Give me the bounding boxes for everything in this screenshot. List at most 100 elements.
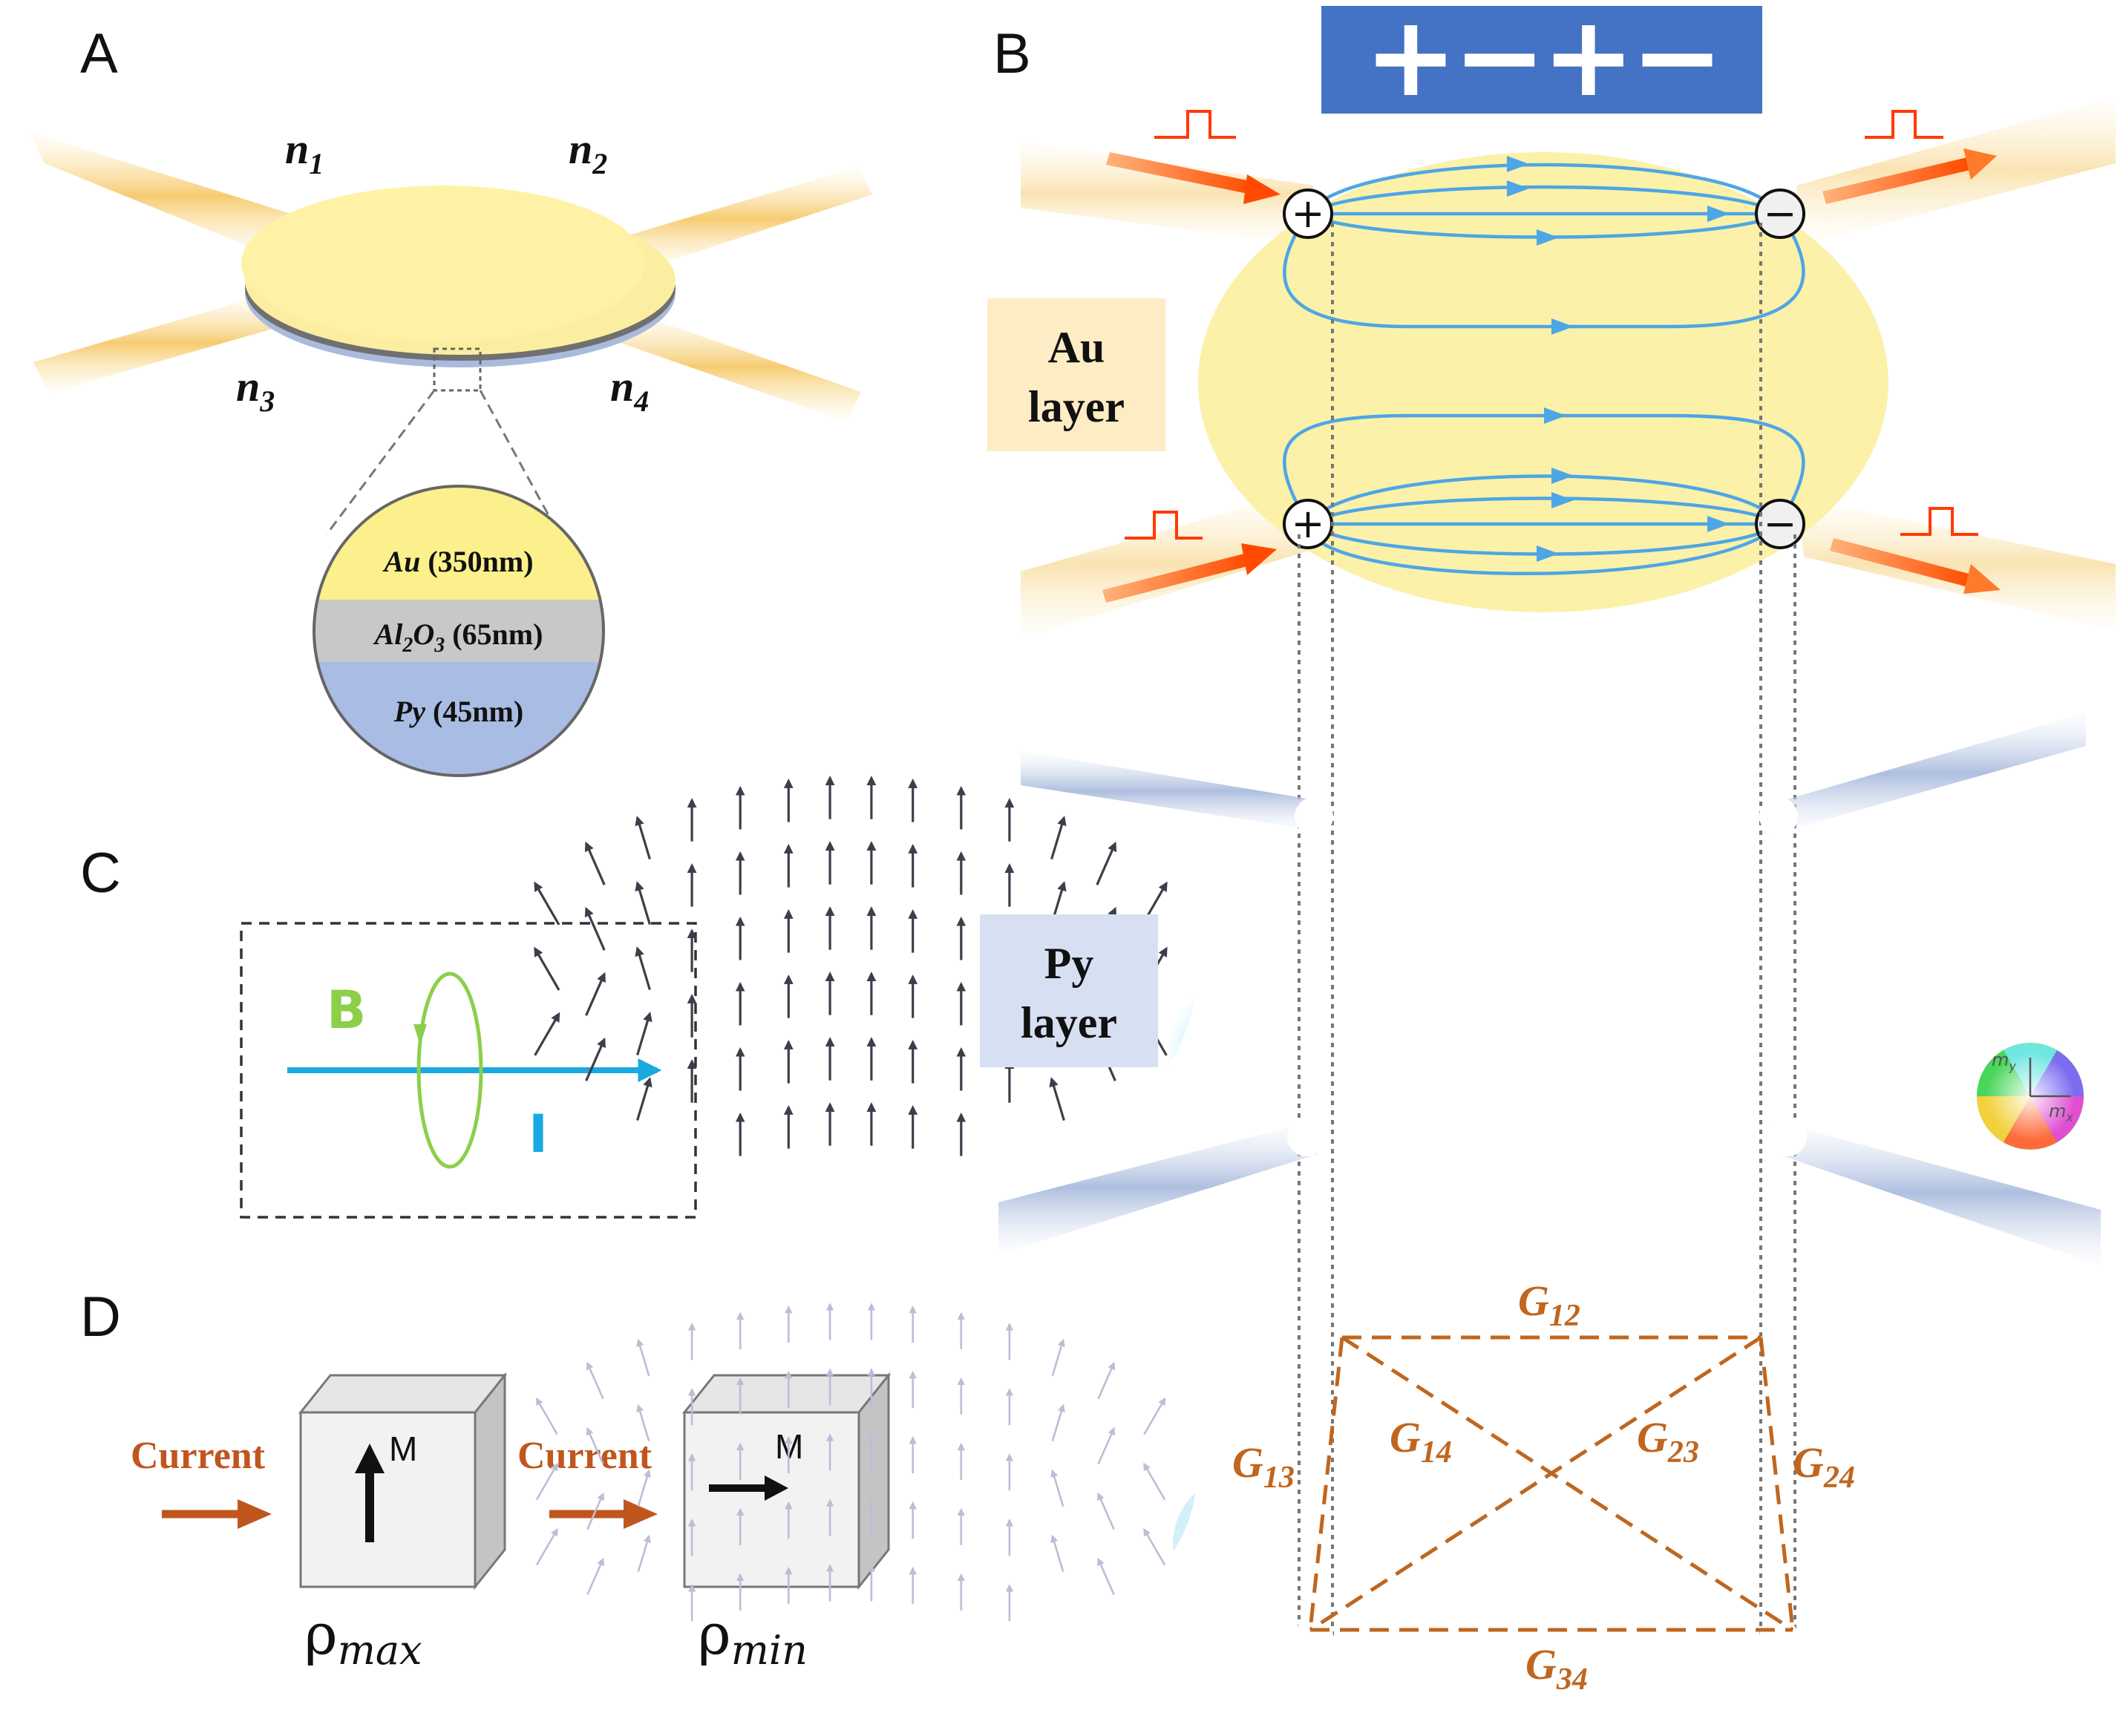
electrode-minus-4: − bbox=[1755, 499, 1805, 549]
line-g23 bbox=[1309, 1335, 1762, 1632]
py-layer-leads bbox=[998, 713, 2101, 1265]
color-wheel-mx: mx bbox=[2049, 1101, 2073, 1124]
label-g14: G14 bbox=[1390, 1413, 1452, 1470]
au-layer-label-line2: layer bbox=[1028, 382, 1125, 431]
panel-d: D M Current ρmax M Current ρmin bbox=[80, 1285, 892, 1674]
magnetization-arrow bbox=[535, 1397, 558, 1435]
current-label: I bbox=[529, 1104, 548, 1165]
svg-text:−: − bbox=[1763, 500, 1796, 547]
magnetization-arrow bbox=[586, 1361, 604, 1400]
magnetization-arrow bbox=[1097, 1427, 1116, 1465]
panel-b-label: B bbox=[993, 22, 1031, 85]
polarity-banner-text: +−+− bbox=[1364, 0, 1720, 122]
rho-max: ρmax bbox=[304, 1601, 422, 1674]
magnetization-arrow bbox=[534, 946, 560, 991]
conductance-lines bbox=[1308, 1335, 1795, 1632]
py-layer-label-line1: Py bbox=[1044, 939, 1094, 988]
conductance-disk bbox=[535, 1303, 1798, 1656]
magnetization-arrow bbox=[1050, 816, 1067, 860]
magnetization-arrow bbox=[636, 1077, 652, 1121]
electrode-plus-1: + bbox=[1283, 189, 1333, 239]
cube-min-current-arrow bbox=[624, 1499, 658, 1529]
magnetization-arrow bbox=[636, 1012, 652, 1056]
magnetization-arrow bbox=[1051, 1403, 1065, 1441]
projection-lines bbox=[1298, 223, 1796, 1637]
magnetization-arrow bbox=[1097, 1492, 1115, 1530]
cube-max-current-arrow bbox=[238, 1499, 272, 1529]
magnetization-arrow bbox=[584, 906, 606, 951]
layer-al2o3 bbox=[314, 600, 604, 662]
magnetization-arrow bbox=[1051, 1338, 1065, 1376]
au-disk bbox=[1198, 152, 1888, 612]
magnetization-arrow bbox=[1096, 841, 1117, 885]
line-g24 bbox=[1759, 1337, 1795, 1631]
magnetization-arrow bbox=[1143, 1397, 1166, 1435]
magnetization-arrow bbox=[586, 1492, 604, 1530]
field-loop-arrowhead bbox=[413, 1024, 427, 1045]
label-g24: G24 bbox=[1793, 1438, 1855, 1495]
au-layer-label-box bbox=[987, 298, 1165, 451]
device-leads bbox=[30, 132, 872, 422]
au-current-arrowheads bbox=[1507, 156, 1730, 562]
pulse-arrows bbox=[1102, 110, 2001, 603]
magnetization-arrow bbox=[586, 1557, 604, 1596]
magnetization-arrow bbox=[535, 1462, 558, 1501]
rho-min: ρmin bbox=[698, 1601, 808, 1674]
magnetization-arrow bbox=[534, 881, 560, 926]
color-wheel-legend: my mx bbox=[1977, 1043, 2084, 1150]
au-layer-label-line1: Au bbox=[1048, 323, 1105, 372]
pulse-out-2 bbox=[1822, 110, 1997, 204]
node-label-n2: n2 bbox=[569, 125, 607, 180]
magnetization-arrow bbox=[534, 1012, 560, 1056]
panel-a: A n1 n2 n3 n4 bbox=[30, 22, 872, 777]
polarity-banner bbox=[1321, 6, 1762, 114]
panel-c: C B I bbox=[80, 842, 697, 1219]
electrode-plus-3: + bbox=[1283, 499, 1333, 549]
magnetization-arrow bbox=[584, 841, 606, 885]
pulse-out-4 bbox=[1830, 507, 2001, 594]
layer-py-text: Py (45nm) bbox=[393, 695, 523, 728]
device-disk bbox=[241, 186, 676, 565]
magnetization-arrow bbox=[585, 972, 606, 1016]
magnetization-arrow bbox=[535, 1527, 558, 1566]
field-label: B bbox=[327, 980, 366, 1041]
magnetization-arrow bbox=[1050, 1534, 1064, 1572]
magnetization-arrow bbox=[635, 816, 651, 860]
cube-max-current-label: Current bbox=[131, 1435, 266, 1477]
svg-text:−: − bbox=[1763, 190, 1796, 237]
node-label-n1: n1 bbox=[285, 125, 324, 180]
conductance-labels: G12 G14 G23 G13 G24 G34 bbox=[1232, 1277, 1855, 1697]
magnetization-arrow bbox=[1050, 1469, 1064, 1507]
svg-text:+: + bbox=[1291, 500, 1324, 547]
svg-text:+: + bbox=[1291, 190, 1324, 237]
magnetization-arrow bbox=[635, 946, 651, 991]
electrode-minus-2: − bbox=[1755, 189, 1805, 239]
panel-a-label: A bbox=[80, 22, 118, 85]
line-g13 bbox=[1308, 1337, 1344, 1631]
ghost-magnetization-arrows bbox=[535, 1303, 1166, 1622]
py-layer-label-line2: layer bbox=[1021, 998, 1117, 1047]
label-g12: G12 bbox=[1518, 1277, 1580, 1333]
layer-stack: Au (350nm) Al2O3 (65nm) Py (45nm) bbox=[313, 485, 605, 777]
label-g23: G23 bbox=[1637, 1413, 1699, 1470]
magnetization-arrow bbox=[1097, 1361, 1116, 1400]
label-g13: G13 bbox=[1232, 1438, 1295, 1495]
panel-d-label: D bbox=[80, 1285, 121, 1349]
panel-c-label: C bbox=[80, 842, 121, 905]
field-loop bbox=[416, 972, 483, 1169]
pulse-in-3 bbox=[1102, 511, 1277, 603]
color-wheel-my: my bbox=[1992, 1049, 2016, 1073]
lead-n3 bbox=[33, 293, 293, 393]
magnetization-arrow bbox=[636, 1338, 650, 1376]
magnetization-arrow bbox=[1097, 1557, 1115, 1596]
cube-max-m-label: M bbox=[389, 1429, 417, 1468]
lead-n2 bbox=[609, 167, 872, 271]
magnetization-arrow bbox=[1143, 1527, 1166, 1566]
node-label-n4: n4 bbox=[610, 362, 649, 418]
panel-b: B +−+− bbox=[534, 0, 2116, 1697]
magnetization-arrow bbox=[637, 1469, 651, 1507]
cube-min: M bbox=[681, 1372, 892, 1591]
layer-al2o3-text: Al2O3 (65nm) bbox=[373, 618, 543, 657]
layer-au-text: Au (350nm) bbox=[382, 545, 533, 578]
